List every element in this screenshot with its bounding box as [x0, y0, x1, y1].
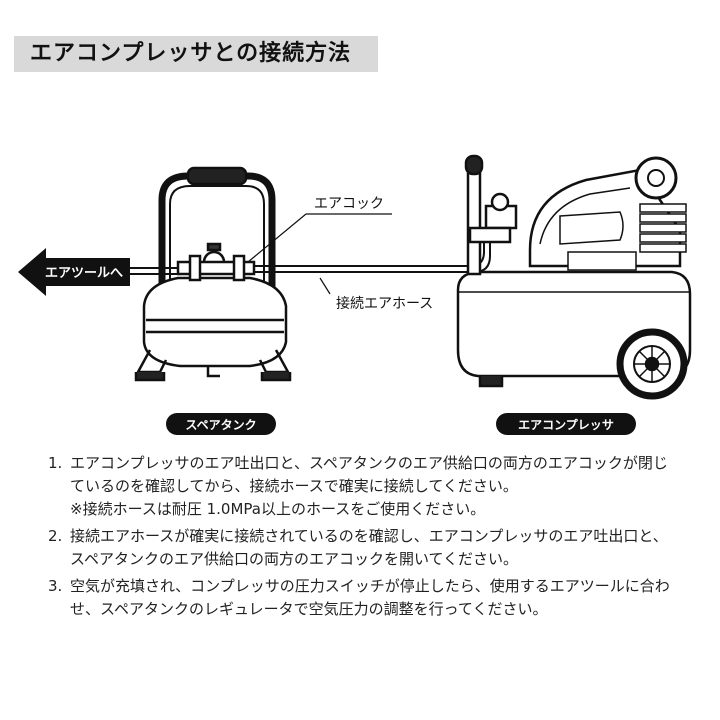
- title-bar: [14, 36, 378, 72]
- step-text: せ、スペアタンクのレギュレータで空気圧力の調整を行ってください。: [70, 600, 548, 618]
- air-compressor: [456, 154, 692, 400]
- air-cock-callout: エアコック: [247, 196, 392, 263]
- step-text: 接続エアホースが確実に接続されているのを確認し、エアコンプレッサのエア吐出口と、: [70, 527, 668, 545]
- page-title: エアコンプレッサとの接続方法: [30, 41, 352, 66]
- compressor-label: エアコンプレッサ: [518, 417, 614, 432]
- step-text: 空気が充填され、コンプレッサの圧力スイッチが停止したら、使用するエアツールに合わ: [70, 577, 670, 595]
- spare-tank-badge: スペアタンク: [166, 413, 276, 435]
- step-number: 1.: [48, 454, 63, 472]
- step-note: ※接続ホースは耐圧 1.0MPa以上のホースをご使用ください。: [70, 500, 486, 518]
- air-cock-label: エアコック: [314, 196, 384, 212]
- air-tool-label: エアツールへ: [45, 266, 123, 281]
- instruction-steps: 1. エアコンプレッサのエア吐出口と、スペアタンクのエア供給口の両方のエアコック…: [48, 452, 713, 625]
- step-text: エアコンプレッサのエア吐出口と、スペアタンクのエア供給口の両方のエアコックが閉じ: [70, 454, 668, 472]
- step-1: 1. エアコンプレッサのエア吐出口と、スペアタンクのエア供給口の両方のエアコック…: [48, 452, 713, 521]
- connection-diagram: エアツールへ: [18, 154, 692, 435]
- step-text: スペアタンクのエア供給口の両方のエアコックを開いてください。: [70, 550, 519, 568]
- step-3: 3. 空気が充填され、コンプレッサの圧力スイッチが停止したら、使用するエアツール…: [48, 575, 713, 621]
- hose-label: 接続エアホース: [336, 295, 433, 312]
- compressor-badge: エアコンプレッサ: [496, 413, 636, 435]
- air-tool-arrow: エアツールへ: [18, 248, 130, 296]
- hose-callout: 接続エアホース: [319, 277, 433, 312]
- step-number: 2.: [48, 527, 63, 545]
- step-number: 3.: [48, 577, 63, 595]
- spare-tank: [134, 166, 292, 382]
- spare-tank-label: スペアタンク: [185, 418, 256, 432]
- step-2: 2. 接続エアホースが確実に接続されているのを確認し、エアコンプレッサのエア吐出…: [48, 525, 713, 571]
- step-text: ているのを確認してから、接続ホースで確実に接続してください。: [70, 477, 518, 495]
